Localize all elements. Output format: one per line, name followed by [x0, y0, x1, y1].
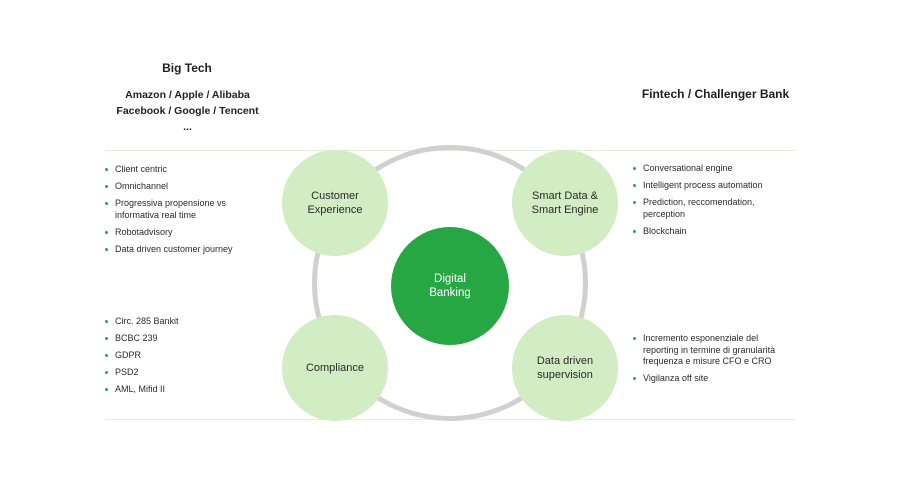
right-header-title: Fintech / Challenger Bank: [641, 87, 790, 101]
bullet-icon: [633, 184, 636, 187]
bullet-icon: [633, 201, 636, 204]
list-item: GDPR: [105, 350, 265, 362]
left-header-company-list: Amazon / Apple / Alibaba Facebook / Goog…: [100, 87, 275, 135]
list-item: AML, Mifid II: [105, 384, 265, 396]
bullet-icon: [105, 202, 108, 205]
list-compliance: Circ. 285 Bankit BCBC 239 GDPR PSD2 AML,…: [105, 316, 265, 401]
bullet-icon: [633, 377, 636, 380]
list-item: Vigilanza off site: [633, 373, 783, 385]
node-data-driven-supervision: Data driven supervision: [512, 315, 618, 421]
list-item: Blockchain: [633, 226, 783, 238]
center-label: Digital: [434, 273, 466, 285]
list-item: Intelligent process automation: [633, 180, 783, 192]
node-label: Smart Engine: [531, 204, 599, 216]
list-item: Robotadvisory: [105, 227, 265, 239]
bullet-icon: [105, 247, 108, 251]
list-item: Incremento esponenziale del reporting in…: [633, 333, 783, 368]
node-label: Smart Data &: [531, 190, 599, 202]
node-digital-banking: Digital Banking: [391, 227, 509, 345]
list-item: Progressiva propensione vs informativa r…: [105, 198, 265, 221]
node-label: Experience: [307, 204, 363, 216]
bullet-icon: [105, 230, 108, 234]
list-smart-data-engine: Conversational engine Intelligent proces…: [633, 163, 783, 243]
node-label: Compliance: [305, 362, 365, 374]
bullet-icon: [105, 168, 108, 171]
list-item: BCBC 239: [105, 333, 265, 345]
node-label: Customer: [311, 190, 359, 202]
list-item: Conversational engine: [633, 163, 783, 175]
left-header-title: Big Tech: [162, 61, 212, 75]
bullet-icon: [633, 229, 636, 233]
list-item: Client centric: [105, 164, 265, 176]
bullet-icon: [105, 371, 108, 374]
center-label: Banking: [429, 287, 471, 299]
diagram-ring: [312, 145, 588, 421]
list-item: Data driven customer journey: [105, 244, 265, 256]
list-item: Omnichannel: [105, 181, 265, 193]
left-header-line: Facebook / Google / Tencent: [116, 105, 259, 117]
node-compliance: Compliance: [282, 315, 388, 421]
node-customer-experience: Customer Experience: [282, 150, 388, 256]
bullet-icon: [105, 320, 108, 323]
bullet-icon: [633, 167, 636, 170]
left-header-line: Amazon / Apple / Alibaba: [125, 89, 250, 101]
list-item: Circ. 285 Bankit: [105, 316, 265, 328]
left-header-line: ...: [183, 121, 192, 133]
list-item: PSD2: [105, 367, 265, 379]
bullet-icon: [633, 337, 636, 340]
bullet-icon: [105, 337, 108, 340]
list-item: Prediction, reccomendation, perception: [633, 197, 783, 220]
list-data-driven-supervision: Incremento esponenziale del reporting in…: [633, 333, 783, 390]
bullet-icon: [105, 354, 108, 357]
list-customer-experience: Client centric Omnichannel Progressiva p…: [105, 164, 265, 261]
node-label: Data driven: [536, 355, 594, 367]
bullet-icon: [105, 388, 108, 391]
bullet-icon: [105, 185, 108, 188]
node-label: supervision: [537, 369, 593, 381]
node-smart-data-engine: Smart Data & Smart Engine: [512, 150, 618, 256]
